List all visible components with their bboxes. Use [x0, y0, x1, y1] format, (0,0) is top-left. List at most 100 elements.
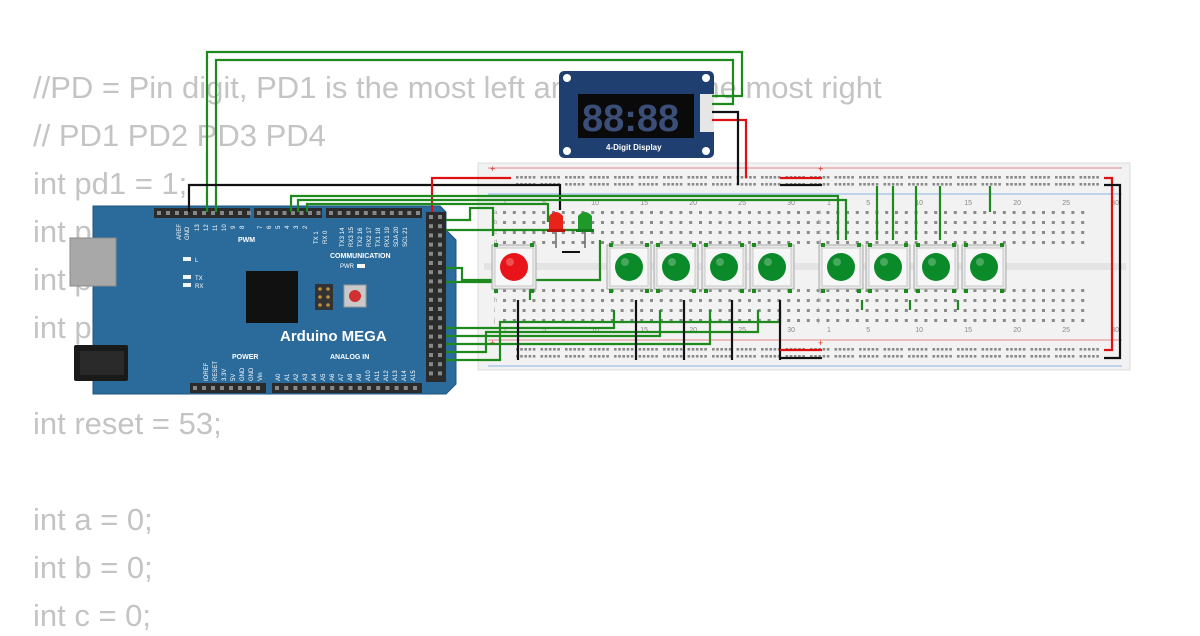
wire-bottom-1[interactable] — [446, 310, 616, 330]
rail-hole — [1022, 176, 1026, 179]
hole — [748, 231, 751, 234]
button-leg — [857, 243, 861, 247]
column-number: 5 — [866, 200, 870, 207]
header-pin — [329, 211, 333, 215]
board-reset-button[interactable] — [349, 290, 361, 302]
wire-right-rail-plus[interactable] — [1104, 176, 1114, 352]
digit-pushbutton[interactable] — [818, 243, 864, 293]
rail-hole — [912, 183, 915, 186]
wire-right-rail-minus[interactable] — [1104, 183, 1122, 360]
rail-hole — [614, 176, 617, 179]
code-line-10[interactable]: int a = 0; — [33, 502, 153, 537]
button-cap[interactable] — [710, 253, 738, 281]
hole — [944, 309, 947, 312]
pushbuttons[interactable] — [491, 243, 1007, 293]
pin-label-rx: RX 0 — [323, 230, 329, 244]
hole — [522, 221, 526, 224]
wire-digit-1[interactable] — [446, 240, 602, 282]
digit-pushbutton[interactable] — [606, 243, 652, 293]
reset-pushbutton[interactable] — [491, 243, 537, 293]
led-green[interactable] — [576, 212, 594, 232]
hole — [983, 299, 987, 302]
rail-hole — [936, 348, 940, 351]
wire-dio[interactable] — [214, 58, 735, 212]
button-cap[interactable] — [827, 253, 855, 281]
digit-pushbutton[interactable] — [913, 243, 959, 293]
rail-hole — [887, 348, 891, 351]
code-line-8[interactable]: int reset = 53; — [33, 406, 222, 441]
hole — [650, 241, 653, 244]
button-leg — [1000, 289, 1004, 293]
hole — [885, 319, 889, 322]
wire-display-vcc[interactable] — [712, 118, 748, 178]
rail-hole — [724, 176, 728, 179]
rail-hole — [867, 355, 870, 358]
rail-hole — [1043, 355, 1046, 358]
rail-hole — [638, 176, 642, 179]
header-pin — [275, 386, 279, 390]
header-analog — [272, 383, 422, 393]
rail-hole — [622, 183, 625, 186]
wire-led-pin-2[interactable] — [305, 202, 550, 222]
rail-hole — [1018, 348, 1022, 351]
pwm-label: PWM — [238, 237, 255, 244]
wire-gnd-rail[interactable] — [187, 183, 562, 212]
digit-pushbutton[interactable] — [701, 243, 747, 293]
button-cap[interactable] — [662, 253, 690, 281]
wire-bottom-4[interactable] — [446, 310, 760, 354]
hole — [591, 289, 595, 292]
rail-hole — [777, 176, 781, 179]
code-line-3[interactable]: int pd1 = 1; — [33, 166, 188, 201]
rail-hole — [826, 183, 830, 186]
button-cap[interactable] — [615, 253, 643, 281]
wire-led-pin-4[interactable] — [289, 194, 840, 240]
rail-hole — [896, 183, 899, 186]
code-line-11[interactable]: int b = 0; — [33, 550, 153, 585]
button-cap[interactable] — [874, 253, 902, 281]
digit-pushbutton[interactable] — [749, 243, 795, 293]
four-digit-display[interactable]: 88:88 4-Digit Display — [559, 71, 714, 158]
wire-reset-button[interactable] — [446, 206, 495, 236]
hole — [699, 319, 702, 322]
header-pin — [238, 211, 242, 215]
breadboard[interactable]: + + + + 11551010151520202525303011551010… — [477, 162, 1131, 371]
hole — [640, 231, 644, 234]
code-line-1[interactable]: //PD = Pin digit, PD1 is the most left a… — [33, 70, 882, 105]
digit-pushbutton[interactable] — [865, 243, 911, 293]
breadboard-top-rails — [488, 167, 1122, 195]
rail-hole — [769, 355, 772, 358]
column-number: 30 — [1111, 327, 1119, 334]
rail-hole — [557, 355, 560, 358]
hole — [679, 299, 683, 302]
digit-pushbutton[interactable] — [653, 243, 699, 293]
button-cap[interactable] — [500, 253, 528, 281]
code-line-12[interactable]: int c = 0; — [33, 598, 152, 633]
hole — [797, 309, 800, 312]
hole — [1081, 319, 1085, 322]
rail-hole — [896, 348, 899, 351]
header-pin — [302, 386, 307, 390]
column-number: 1 — [827, 327, 831, 334]
rail-hole — [863, 176, 866, 179]
hole — [1061, 309, 1065, 312]
wire-led-pin-3[interactable] — [296, 198, 848, 240]
arduino-mega-board[interactable]: PWR L TX RX Arduino MEGA AREF GND 13 12 … — [69, 205, 457, 395]
button-cap[interactable] — [922, 253, 950, 281]
hole — [875, 299, 879, 302]
digit-pushbutton[interactable] — [961, 243, 1007, 293]
hole — [581, 289, 585, 292]
rail-hole — [589, 348, 593, 351]
hole — [581, 319, 585, 322]
hole — [865, 299, 869, 302]
button-cap[interactable] — [758, 253, 786, 281]
hole — [934, 221, 938, 224]
hole — [699, 221, 702, 224]
hole — [620, 241, 624, 244]
button-cap[interactable] — [970, 253, 998, 281]
wire-display-gnd[interactable] — [712, 110, 740, 185]
rail-hole — [638, 355, 642, 358]
rail-hole — [1038, 348, 1042, 351]
led-red[interactable] — [547, 212, 565, 232]
